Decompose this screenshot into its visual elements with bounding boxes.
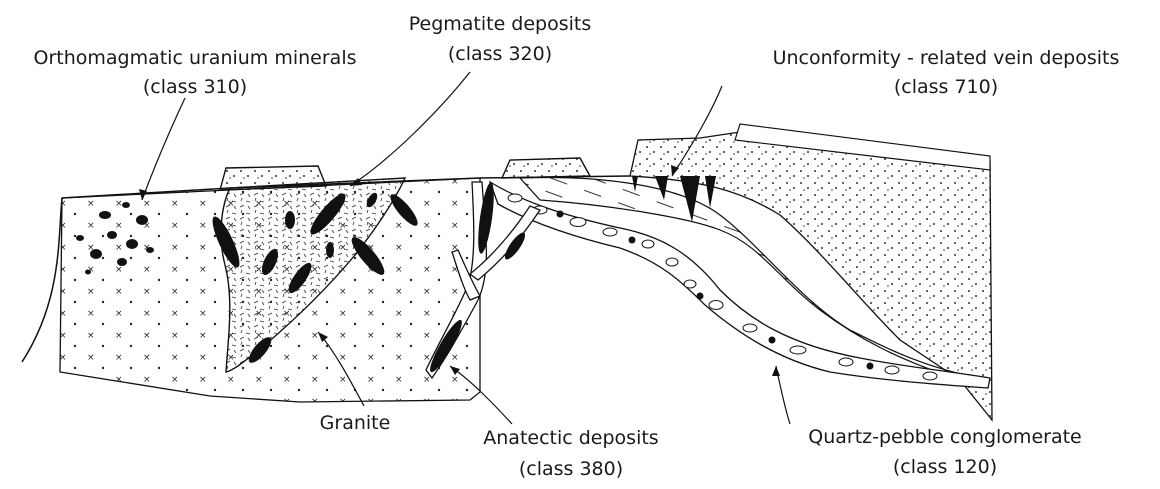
sediment-cap-left: [220, 166, 326, 190]
label-anatectic-line2: (class 380): [519, 458, 623, 480]
label-orthomagmatic-line1: Orthomagmatic uranium minerals: [33, 47, 356, 69]
label-conglomerate-line1: Quartz-pebble conglomerate: [808, 426, 1081, 448]
label-pegmatite-line1: Pegmatite deposits: [409, 13, 592, 35]
label-granite: Granite: [320, 412, 391, 434]
sediment-cap-middle: [502, 158, 590, 178]
label-conglomerate-line2: (class 120): [893, 456, 997, 478]
leader-orthomagmatic: [142, 98, 185, 200]
label-orthomagmatic-line2: (class 310): [143, 76, 247, 98]
label-anatectic-line1: Anatectic deposits: [483, 427, 658, 449]
basement-cliff-edge: [22, 198, 62, 362]
leader-pegmatite: [350, 72, 470, 186]
label-unconformity-line1: Unconformity - related vein deposits: [773, 47, 1120, 69]
label-unconformity-line2: (class 710): [894, 76, 998, 98]
label-pegmatite-line2: (class 320): [448, 43, 552, 65]
